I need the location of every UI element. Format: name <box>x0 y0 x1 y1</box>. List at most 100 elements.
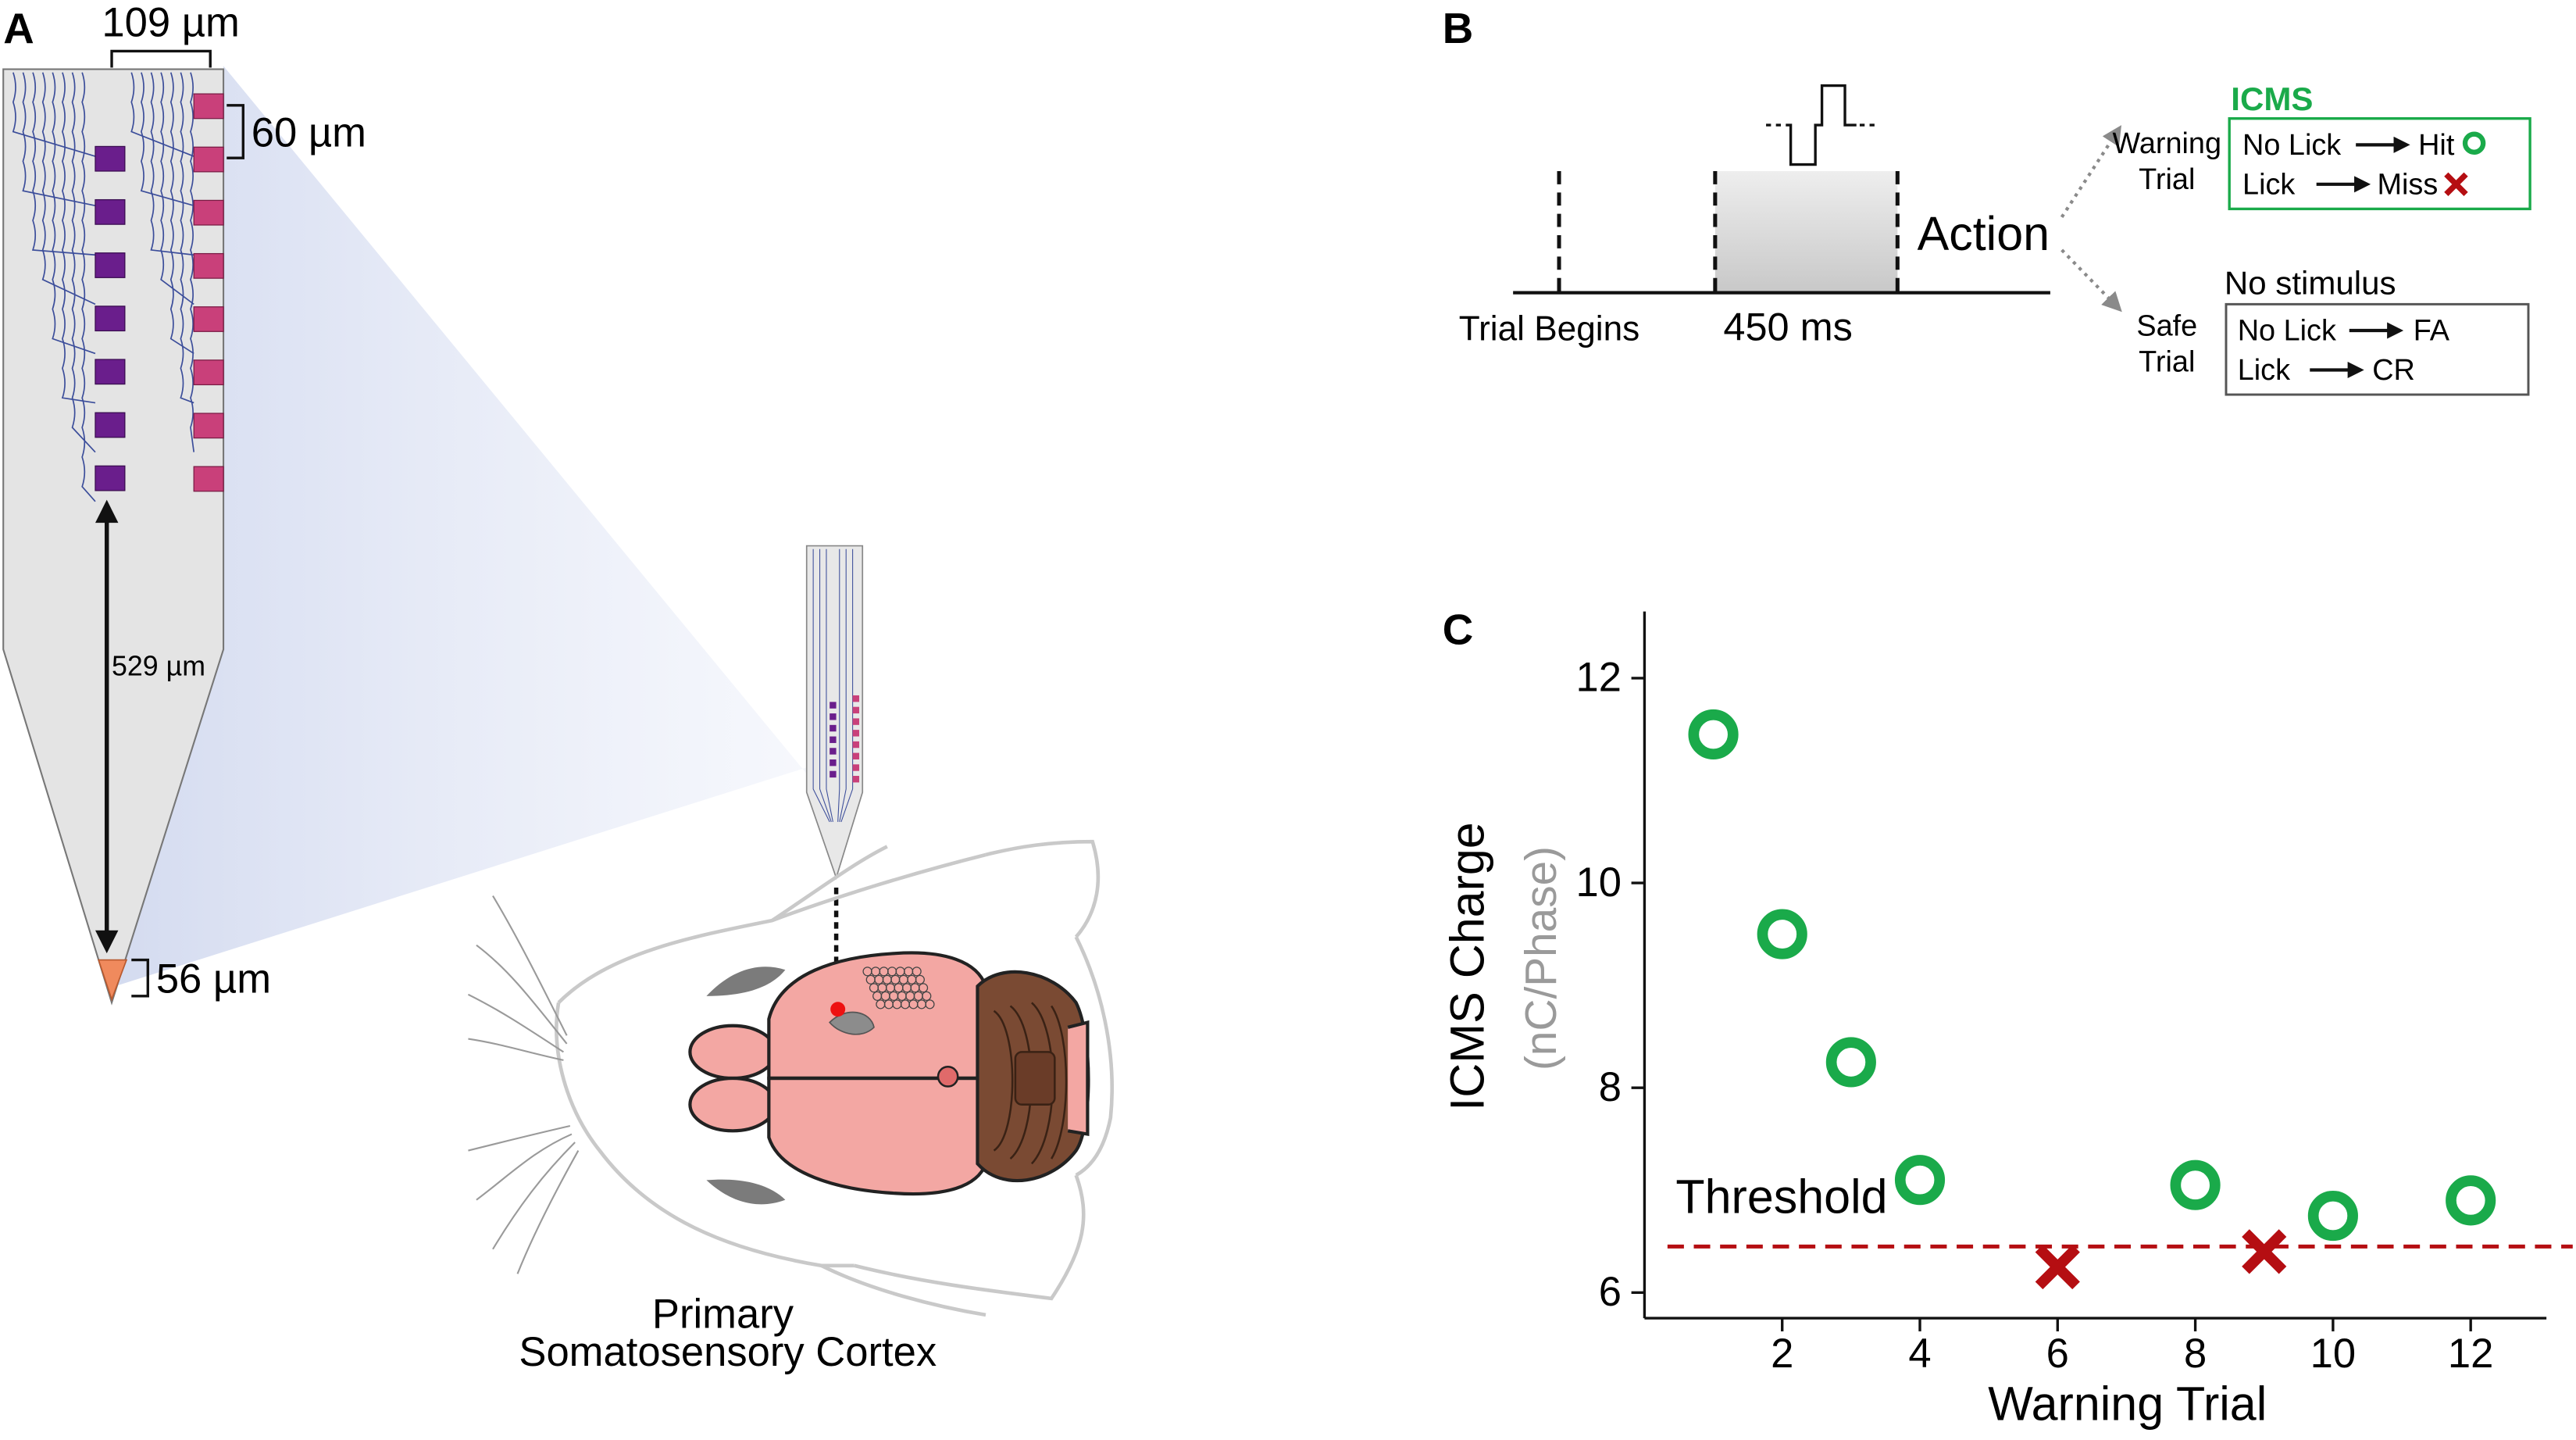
region-label-line1: Primary <box>652 1292 794 1338</box>
safe-trial-label-2: Trial <box>2139 346 2195 379</box>
mini-site-right <box>852 752 860 759</box>
projection-beam <box>115 66 817 987</box>
arrow-to-warning <box>2060 125 2122 219</box>
mini-site-left <box>830 702 837 709</box>
biphasic-pulse-icon <box>1766 84 1875 166</box>
electrode-site-left <box>95 145 126 172</box>
hit-point <box>1688 709 1739 760</box>
electrode-site-left <box>95 359 126 385</box>
probe-shank <box>2 68 225 1006</box>
mini-site-right <box>852 718 860 725</box>
electrode-site-left <box>95 306 126 332</box>
icms-row2-outcome: Miss <box>2377 168 2438 201</box>
mini-site-left <box>830 748 837 755</box>
icms-box <box>2228 117 2531 211</box>
length-arrow-head-bottom <box>95 930 119 954</box>
mini-site-right <box>852 695 860 702</box>
y-ticks: 6 8 10 12 <box>1575 655 1645 1315</box>
electrode-site-right <box>193 306 224 332</box>
right-electrode-sites <box>193 93 224 492</box>
length-label: 529 µm <box>112 651 205 682</box>
y-tick-label: 6 <box>1599 1269 1622 1315</box>
hit-point <box>2446 1175 2496 1226</box>
electrode-site-right <box>193 93 224 120</box>
eye-upper <box>706 967 786 996</box>
x-tick-label: 4 <box>1908 1331 1931 1377</box>
width-label: 109 µm <box>102 0 239 46</box>
panel-a: A 109 µm 60 µm 529 µm 56 µm <box>2 0 1114 1375</box>
y-tick-label: 12 <box>1575 655 1621 701</box>
y-axis-title: ICMS Charge <box>1440 822 1493 1110</box>
no-stimulus-box <box>2225 302 2530 396</box>
x-tick-label: 8 <box>2184 1331 2207 1377</box>
cerebellum-folds <box>993 1002 1068 1165</box>
barrel-cortex <box>862 967 935 1009</box>
nostim-row2-response: Lick <box>2238 354 2290 387</box>
eye-lower <box>706 1179 786 1205</box>
miss-point <box>2242 1229 2287 1274</box>
region-label-line2: Somatosensory Cortex <box>519 1329 937 1375</box>
threshold-label: Threshold <box>1675 1170 1887 1223</box>
arrow-to-safe <box>2060 248 2122 313</box>
duration-label: 450 ms <box>1723 305 1853 349</box>
y-tick-label: 8 <box>1599 1064 1622 1110</box>
mini-site-left <box>830 736 837 743</box>
safe-trial-label-1: Safe <box>2136 309 2197 342</box>
trial-begins-label: Trial Begins <box>1459 310 1640 348</box>
y-axis-title-main: ICMS Charge <box>1440 822 1493 1110</box>
no-stimulus-title: No stimulus <box>2225 265 2396 302</box>
hit-point <box>1825 1037 1876 1088</box>
rat-head <box>555 839 1114 1317</box>
y-tick-label: 10 <box>1575 859 1621 906</box>
icms-row2-response: Lick <box>2242 168 2295 201</box>
x-tick-label: 12 <box>2448 1331 2493 1377</box>
electrode-site-left <box>95 252 126 278</box>
mini-site-right <box>852 730 860 737</box>
electrode-site-left <box>95 412 126 438</box>
data-points <box>1688 709 2496 1290</box>
y-axis-title-unit: (nC/Phase) <box>1517 846 1566 1070</box>
x-tick-label: 2 <box>1771 1331 1793 1377</box>
electrode-site-right <box>193 146 224 173</box>
whiskers <box>467 895 580 1274</box>
electrode-site-right <box>193 252 224 279</box>
mini-site-left <box>830 770 837 778</box>
pitch-label: 60 µm <box>252 109 366 155</box>
mini-site-left <box>830 713 837 720</box>
miss-cross-icon <box>2444 172 2468 197</box>
electrode-site-right <box>193 466 224 492</box>
length-arrow-head-top <box>95 499 119 523</box>
width-bracket <box>110 49 212 68</box>
nostim-row1-response: No Lick <box>2238 315 2336 348</box>
mini-site-left <box>830 724 837 732</box>
hit-circle-icon <box>2462 131 2486 155</box>
action-label: Action <box>1918 207 2050 260</box>
nostim-row2-outcome: CR <box>2372 354 2415 387</box>
left-electrode-sites <box>95 145 126 491</box>
electrode-site-right <box>193 199 224 226</box>
warning-trial-label-2: Trial <box>2139 163 2195 196</box>
x-tick-label: 6 <box>2046 1331 2069 1377</box>
icms-title: ICMS <box>2231 80 2313 117</box>
hit-point <box>1757 909 1807 959</box>
panel-b: B Trial Begins 450 ms Action Warning Tri… <box>1443 4 2531 396</box>
panel-c-label: C <box>1443 606 1473 654</box>
nostim-row1-outcome: FA <box>2414 315 2450 348</box>
electrode-site-right <box>193 413 224 439</box>
probe-tip <box>98 959 128 1002</box>
icms-row1-outcome: Hit <box>2418 129 2455 162</box>
probe-traces <box>12 72 195 502</box>
mini-site-left <box>830 759 837 766</box>
stimulus-window <box>1714 170 1898 293</box>
panel-a-label: A <box>3 4 34 52</box>
tip-label: 56 µm <box>156 956 271 1002</box>
panel-b-label: B <box>1443 4 1473 52</box>
electrode-site-left <box>95 465 126 491</box>
hit-point <box>2170 1160 2221 1210</box>
mini-site-right <box>852 776 860 783</box>
icms-row1-response: No Lick <box>2242 129 2341 162</box>
mini-site-right <box>852 706 860 714</box>
